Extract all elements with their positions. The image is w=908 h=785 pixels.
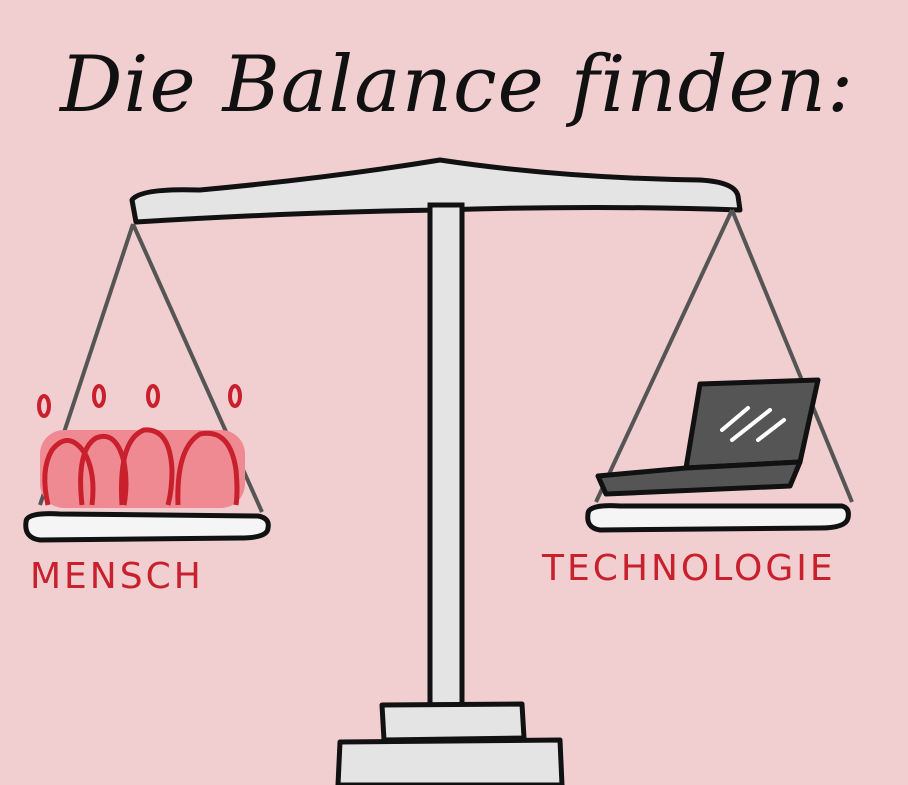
laptop-icon	[595, 377, 821, 497]
right-string-inner	[730, 209, 854, 503]
scale-base-bottom	[335, 737, 565, 785]
scale-beam	[129, 157, 743, 225]
right-pan	[585, 503, 851, 533]
scale-pole	[427, 202, 465, 708]
left-pan	[23, 511, 271, 543]
left-pan-label: MENSCH	[30, 556, 204, 597]
people-group-icon	[37, 384, 245, 508]
scale-base-top	[379, 701, 527, 743]
page-title: Die Balance finden:	[60, 40, 855, 130]
right-pan-label: TECHNOLOGIE	[542, 548, 836, 589]
right-string-outer	[594, 209, 734, 503]
